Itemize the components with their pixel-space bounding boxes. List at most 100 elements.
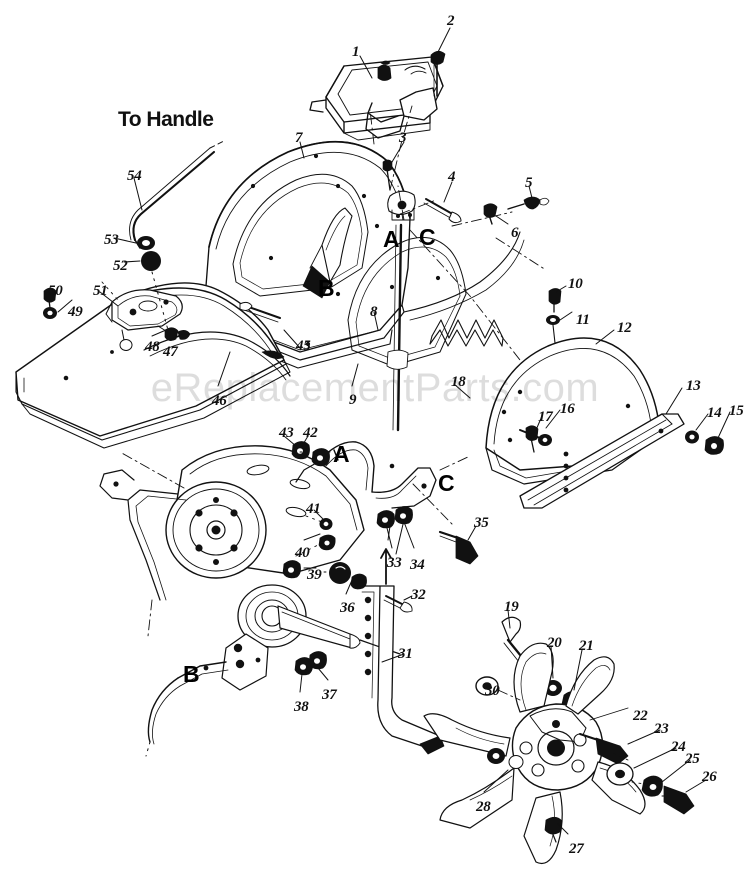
callout-number-1: 1	[352, 44, 360, 60]
callout-number-12: 12	[617, 320, 632, 336]
part-bracket-51	[105, 289, 183, 351]
callout-number-31: 31	[398, 646, 413, 662]
callout-number-30: 30	[485, 683, 500, 699]
part-bolt-17	[519, 429, 552, 446]
callout-number-35: 35	[474, 515, 489, 531]
reference-letter-C-top: C	[419, 224, 436, 250]
callout-number-16: 16	[560, 401, 575, 417]
part-fastener-40	[318, 534, 336, 551]
callout-number-28: 28	[476, 799, 491, 815]
part-nut-31-top	[350, 573, 367, 590]
callout-number-38: 38	[294, 699, 309, 715]
callout-number-45: 45	[296, 338, 311, 354]
callout-number-52: 52	[113, 258, 128, 274]
callout-number-18: 18	[451, 374, 466, 390]
callout-number-3: 3	[399, 130, 407, 146]
reference-letter-B-hood: B	[318, 275, 335, 301]
callout-number-51: 51	[93, 283, 108, 299]
part-fastener-48	[164, 327, 179, 341]
callout-number-2: 2	[447, 13, 455, 29]
part-knob-36	[329, 562, 351, 584]
part-serrated-band-18	[429, 319, 504, 347]
reference-letter-A-mid: A	[333, 441, 350, 467]
part-handle-rod-54	[129, 140, 225, 249]
callout-number-13: 13	[686, 378, 701, 394]
part-nut-39	[282, 560, 301, 579]
reference-letter-A-top: A	[383, 226, 400, 252]
part-bolt-4	[423, 198, 462, 224]
part-nut-25	[641, 775, 663, 797]
callout-number-21: 21	[579, 638, 594, 654]
callout-number-27: 27	[569, 841, 584, 857]
part-washer-14	[685, 430, 699, 444]
part-nut-49	[43, 307, 57, 319]
callout-number-49: 49	[68, 304, 83, 320]
callout-number-15: 15	[729, 403, 744, 419]
part-depth-stake-31	[355, 585, 445, 755]
callout-number-26: 26	[702, 769, 717, 785]
part-drag-bar-13	[519, 413, 685, 509]
part-bolt-32	[383, 595, 413, 613]
part-grommet-53	[137, 236, 155, 250]
callout-number-22: 22	[633, 708, 648, 724]
part-fastener-5	[507, 196, 550, 210]
part-tine-assembly	[423, 642, 646, 865]
callout-number-39: 39	[307, 567, 322, 583]
part-nut-15	[704, 436, 724, 455]
part-fastener-47	[177, 330, 191, 340]
callout-number-14: 14	[707, 405, 722, 421]
part-fastener-27	[544, 816, 563, 843]
part-carriage-bolt-2	[430, 50, 446, 97]
part-nut-37	[308, 651, 327, 670]
part-nut-42	[311, 448, 330, 467]
callout-number-5: 5	[525, 175, 533, 191]
callout-number-11: 11	[576, 312, 590, 328]
part-brace-45	[239, 301, 281, 323]
callout-number-6: 6	[511, 225, 519, 241]
callout-number-25: 25	[685, 751, 700, 767]
callout-number-53: 53	[104, 232, 119, 248]
callout-number-7: 7	[295, 130, 303, 146]
part-drive-housing	[99, 445, 401, 757]
part-bolt-26	[663, 785, 695, 815]
part-nut-34	[394, 506, 413, 525]
callout-number-10: 10	[568, 276, 583, 292]
callout-number-46: 46	[212, 393, 227, 409]
callout-number-34: 34	[410, 557, 425, 573]
callout-number-43: 43	[279, 425, 294, 441]
part-left-fender-46	[15, 282, 291, 449]
part-washer-30	[475, 676, 499, 696]
part-linkage-A	[295, 441, 437, 509]
part-stud-35	[438, 530, 479, 565]
callout-number-33: 33	[387, 555, 402, 571]
to-handle-label: To Handle	[118, 108, 214, 131]
reference-letter-C-mid: C	[438, 470, 455, 496]
callout-number-23: 23	[654, 721, 669, 737]
callout-number-24: 24	[671, 739, 686, 755]
callout-number-54: 54	[127, 168, 142, 184]
callout-number-17: 17	[538, 409, 553, 425]
part-bolt-3	[382, 159, 393, 191]
part-rod-9	[386, 223, 409, 432]
callout-number-8: 8	[370, 304, 378, 320]
callout-number-40: 40	[295, 545, 310, 561]
reference-letter-B-lower: B	[183, 661, 200, 687]
callout-number-47: 47	[163, 344, 178, 360]
callout-number-48: 48	[145, 339, 160, 355]
callout-number-41: 41	[306, 501, 321, 517]
part-hinge-cluster	[387, 190, 416, 221]
callout-number-19: 19	[504, 599, 519, 615]
part-fastener-6	[483, 203, 498, 225]
part-cover-box	[309, 56, 444, 141]
callout-number-42: 42	[303, 425, 318, 441]
part-bolt-23	[579, 733, 629, 765]
part-washer-24	[606, 762, 634, 786]
part-nut-43	[291, 441, 310, 460]
part-fastener-10	[548, 288, 562, 313]
callout-number-32: 32	[411, 587, 426, 603]
callout-number-4: 4	[448, 169, 456, 185]
part-knob-52	[141, 251, 161, 271]
callout-number-9: 9	[349, 392, 357, 408]
part-nut-38	[294, 657, 313, 676]
